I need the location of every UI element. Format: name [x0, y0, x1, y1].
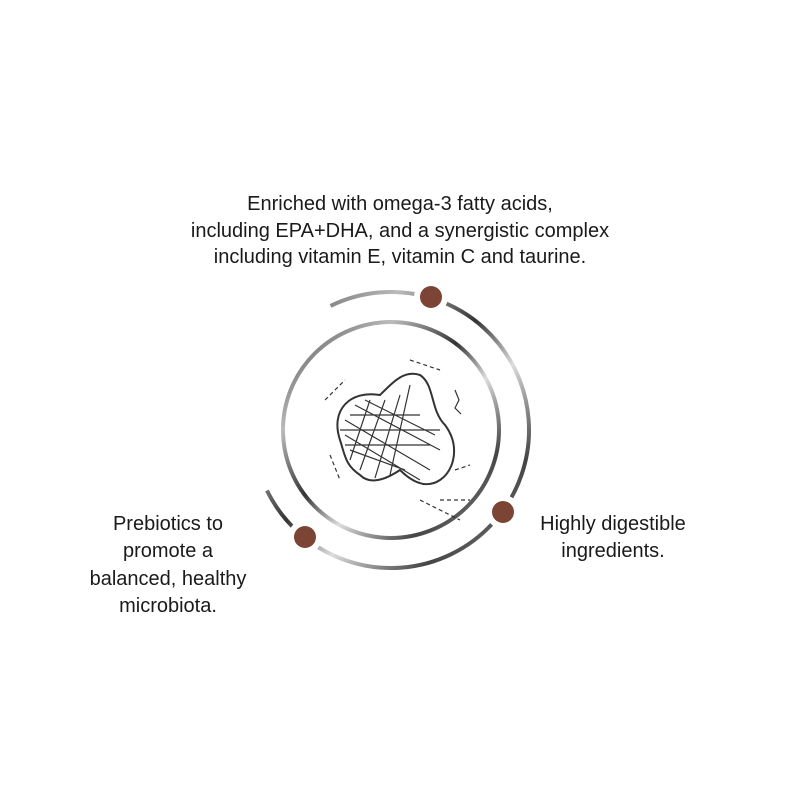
feature-digestible: Highly digestible ingredients. — [493, 511, 733, 566]
feature-line: Highly digestible — [540, 513, 686, 535]
feature-dot-icon — [420, 286, 442, 308]
feature-line: Enriched with omega-3 fatty acids, — [247, 193, 553, 215]
feature-line: Prebiotics to — [112, 513, 224, 535]
feature-line: promote a — [122, 540, 214, 563]
kibble-sketch-icon — [324, 359, 471, 521]
feature-dot-icon — [294, 526, 316, 548]
feature-dot-icon — [492, 501, 514, 523]
feature-line: microbiota. — [119, 594, 217, 617]
feature-line: balanced, healthy — [89, 567, 247, 590]
inner-ring — [281, 320, 501, 540]
feature-omega3: Enriched with omega-3 fatty acids, inclu… — [100, 191, 700, 271]
feature-line: including EPA+DHA, and a synergistic com… — [190, 219, 610, 242]
feature-line: ingredients. — [561, 540, 665, 563]
feature-prebiotics: Prebiotics to promote a balanced, health… — [48, 511, 288, 620]
feature-line: including vitamin E, vitamin C and tauri… — [213, 246, 587, 268]
